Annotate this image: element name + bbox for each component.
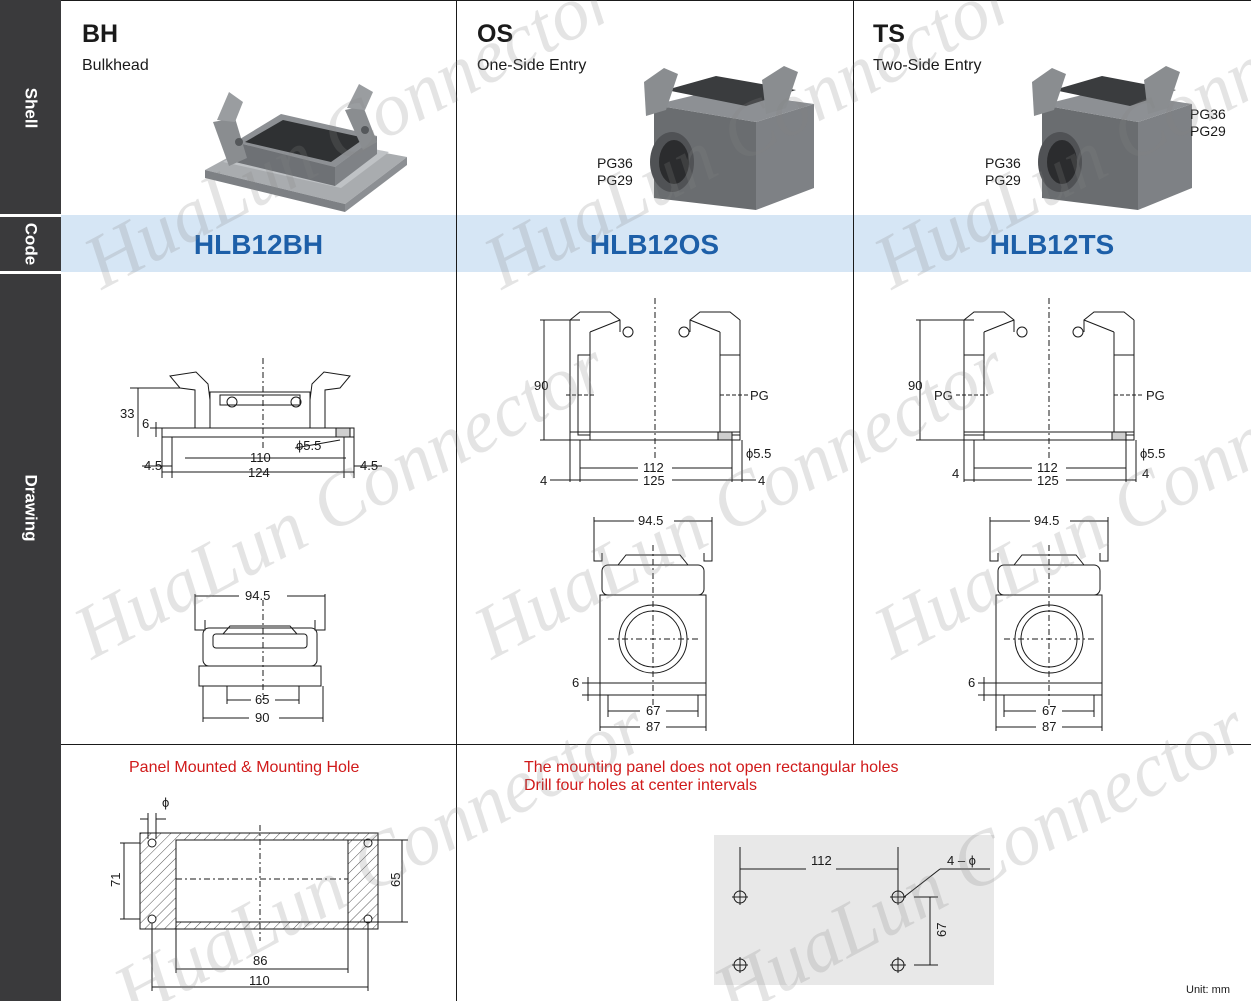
- panel-inner-height-dim: 65: [388, 873, 403, 887]
- ts-outer-width-dim: 125: [1037, 473, 1059, 488]
- bh-base-dim: 6: [142, 416, 149, 431]
- ts-product-photo: [1032, 66, 1192, 210]
- mounting-note-line2: Drill four holes at center intervals: [524, 777, 757, 794]
- bh-height-dim: 33: [120, 406, 134, 421]
- bh-code: HLB12BH: [193, 229, 324, 260]
- bh-subtitle: Bulkhead: [82, 57, 149, 74]
- os-side-base-dim: 6: [572, 675, 579, 690]
- bh-top-width-dim: 94.5: [245, 588, 270, 603]
- sidebar-divider: [0, 271, 61, 274]
- bh-title: BH: [82, 20, 119, 48]
- os-right-margin-dim: 4: [758, 473, 765, 488]
- row-divider: [61, 744, 1251, 745]
- ts-side-view-drawing: 94.5 6 67 87: [968, 513, 1109, 734]
- os-side-width-dim: 94.5: [638, 513, 663, 528]
- ts-right-margin-dim: 4: [1142, 466, 1149, 481]
- ts-inner-width-dim: 112: [1037, 460, 1058, 475]
- hole-count-dim: 4 – ϕ: [947, 853, 976, 868]
- panel-cutout-drawing: ϕ 71 65 86 110: [108, 795, 408, 991]
- ts-pg-right-dim: PG: [1146, 388, 1165, 403]
- row-label-sidebar: [0, 0, 61, 1001]
- ts-pg-left-dim: PG: [934, 388, 953, 403]
- code-row-label: Code: [21, 222, 41, 265]
- table-border-top: [61, 0, 1251, 1]
- bh-inner-width-dim: 110: [250, 450, 271, 465]
- ts-side-outer-dim: 87: [1042, 719, 1056, 734]
- bh-hole-dim: ϕ5.5: [296, 438, 321, 453]
- os-height-dim: 90: [534, 378, 548, 393]
- os-left-margin-dim: 4: [540, 473, 547, 488]
- drill-hole-drawing: 112 4 – ϕ 67: [714, 835, 994, 985]
- os-subtitle: One-Side Entry: [477, 57, 587, 74]
- os-product-photo: [644, 66, 814, 210]
- ts-hole-dim: ϕ5.5: [1140, 446, 1165, 461]
- os-side-inner-dim: 67: [646, 703, 660, 718]
- bh-right-margin-dim: 4.5: [360, 458, 378, 473]
- os-title: OS: [477, 20, 514, 48]
- ts-title: TS: [873, 20, 905, 48]
- panel-inner-width-dim: 86: [253, 953, 267, 968]
- os-front-view-drawing: 90 PG ϕ5.5 112 125 4 4: [534, 298, 771, 488]
- os-hole-dim: ϕ5.5: [746, 446, 771, 461]
- os-outer-width-dim: 125: [643, 473, 665, 488]
- unit-label: Unit: mm: [1186, 984, 1230, 996]
- hole-spacing-x-dim: 112: [811, 853, 832, 868]
- code-band: [61, 215, 1251, 272]
- ts-height-dim: 90: [908, 378, 922, 393]
- bh-top-outer-dim: 90: [255, 710, 269, 725]
- panel-phi-dim: ϕ: [162, 795, 169, 810]
- ts-front-view-drawing: 90 PG PG ϕ5.5 112 125 4 4: [908, 298, 1165, 488]
- hole-spacing-y-dim: 67: [934, 923, 949, 937]
- panel-mount-title: Panel Mounted & Mounting Hole: [129, 759, 360, 776]
- shell-row-label: Shell: [21, 87, 41, 128]
- panel-outer-width-dim: 110: [249, 973, 270, 988]
- panel-height-dim: 71: [108, 873, 123, 887]
- ts-side-base-dim: 6: [968, 675, 975, 690]
- ts-left-margin-dim: 4: [952, 466, 959, 481]
- ts-subtitle: Two-Side Entry: [873, 57, 982, 74]
- os-code: HLB12OS: [589, 229, 720, 260]
- os-pg-dim: PG: [750, 388, 769, 403]
- bh-front-view-drawing: 33 6 ϕ5.5 110 124 4.5 4.5: [120, 358, 382, 480]
- bh-product-photo: [205, 84, 407, 212]
- ts-code: HLB12TS: [989, 229, 1115, 260]
- bh-top-view-drawing: 94.5 65 90: [194, 588, 326, 725]
- mounting-note-line1: The mounting panel does not open rectang…: [524, 759, 899, 776]
- ts-side-width-dim: 94.5: [1034, 513, 1059, 528]
- bh-outer-width-dim: 124: [248, 465, 270, 480]
- drawing-row-label: Drawing: [21, 474, 41, 542]
- os-inner-width-dim: 112: [643, 460, 664, 475]
- bh-left-margin-dim: 4.5: [144, 458, 162, 473]
- bh-top-inner-dim: 65: [255, 692, 269, 707]
- sidebar-divider: [0, 214, 61, 217]
- os-side-view-drawing: 94.5 6 67 87: [572, 513, 713, 734]
- column-divider: [853, 0, 854, 745]
- os-side-outer-dim: 87: [646, 719, 660, 734]
- ts-side-inner-dim: 67: [1042, 703, 1056, 718]
- column-divider: [456, 0, 457, 1001]
